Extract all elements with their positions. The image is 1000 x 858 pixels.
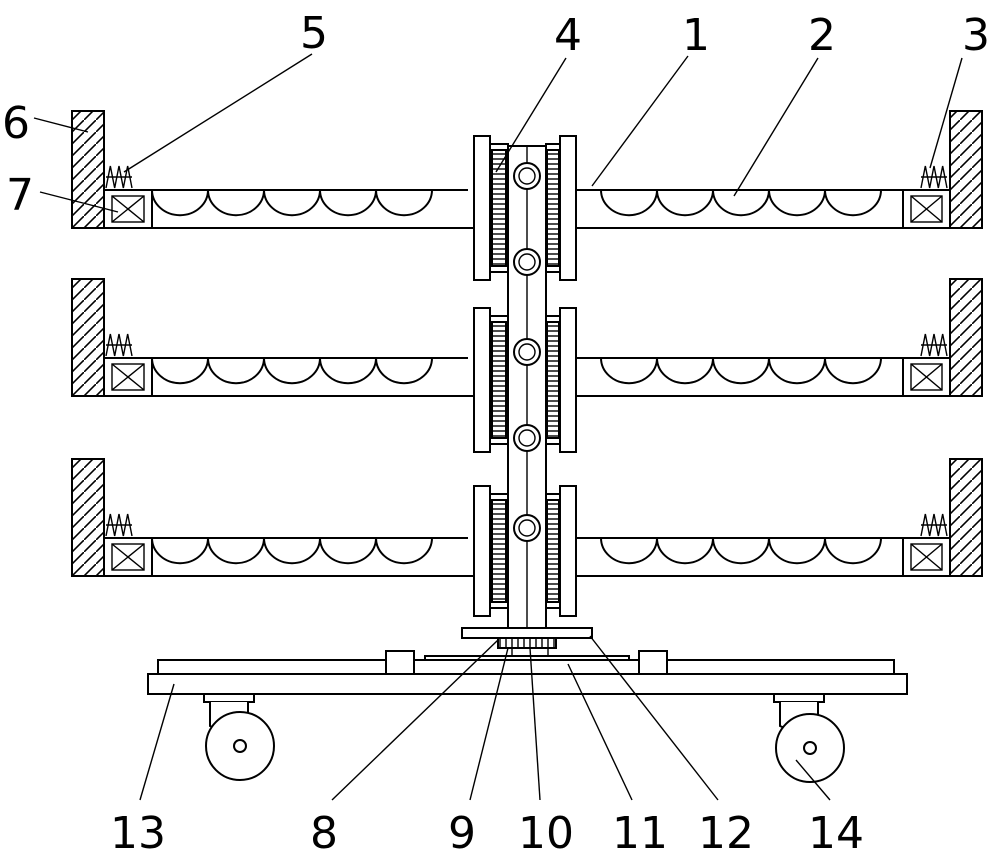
leader-line-2 [733, 57, 819, 197]
label-2: 2 [808, 10, 836, 61]
leader-line-8 [331, 639, 499, 801]
spring [920, 513, 948, 537]
slider-block-cross [111, 543, 145, 571]
end-wall-left [71, 458, 105, 577]
end-wall-right [949, 110, 983, 229]
spring [105, 513, 133, 537]
slider-block-cross [910, 363, 943, 391]
sleeve-1 [473, 135, 577, 281]
label-11: 11 [612, 808, 668, 858]
gear-2 [513, 248, 541, 276]
end-wall-left [71, 278, 105, 397]
shelf-group [71, 110, 983, 577]
leader-line-1 [591, 55, 689, 187]
slider-block-inner [910, 543, 943, 571]
sleeve-left [473, 307, 491, 453]
sleeve-3 [473, 485, 577, 617]
leader-line-7 [39, 191, 119, 213]
sleeve-right [559, 135, 577, 281]
spring [105, 165, 133, 189]
wheel-hub [803, 741, 817, 755]
label-14: 14 [808, 808, 864, 858]
wavy-support [151, 537, 433, 565]
leader-line-12 [589, 635, 719, 801]
sleeve-2 [473, 307, 577, 453]
slider-block-cross [910, 195, 943, 223]
leader-lines [33, 53, 963, 801]
sleeve-left [473, 485, 491, 617]
central-column [473, 135, 577, 629]
leader-line-3 [929, 57, 963, 169]
gear-4 [513, 424, 541, 452]
sleeve-left [473, 135, 491, 281]
leader-line-10 [529, 647, 541, 801]
end-wall-right [949, 278, 983, 397]
slider-block-inner [910, 363, 943, 391]
label-7: 7 [6, 170, 34, 221]
label-13: 13 [110, 808, 166, 858]
slider-block-inner [111, 543, 145, 571]
leader-line-6 [33, 117, 89, 133]
wheel-hub [233, 739, 247, 753]
caster-mount [773, 693, 825, 703]
slider-block-cross [910, 543, 943, 571]
leader-line-14 [795, 759, 831, 801]
gear-inner-3 [518, 343, 536, 361]
caster-wheel-2 [773, 693, 845, 783]
gear-inner-4 [518, 429, 536, 447]
slider-block-inner [910, 195, 943, 223]
gear-inner-5 [518, 519, 536, 537]
leader-line-11 [567, 663, 633, 801]
label-1: 1 [682, 10, 710, 61]
spring [105, 333, 133, 357]
label-5: 5 [300, 8, 328, 59]
label-8: 8 [310, 808, 338, 858]
caster-mount [203, 693, 255, 703]
end-wall-right [949, 458, 983, 577]
spring [920, 165, 948, 189]
wavy-support [600, 189, 882, 217]
label-12: 12 [698, 808, 754, 858]
shelf-1 [71, 110, 983, 229]
base-cart [147, 627, 908, 783]
slider-block-inner [111, 363, 145, 391]
label-3: 3 [962, 10, 990, 61]
leader-line-5 [123, 53, 313, 173]
leader-line-9 [469, 647, 509, 801]
slider-block-cross [111, 363, 145, 391]
label-4: 4 [554, 10, 582, 61]
leader-line-4 [495, 57, 567, 173]
shelf-2 [71, 278, 983, 397]
sleeve-right [559, 307, 577, 453]
bearing-ring [497, 637, 557, 649]
gear-inner-2 [518, 253, 536, 271]
gear-rack [546, 499, 560, 603]
cart-platform [147, 673, 908, 695]
caster-wheel-1 [203, 693, 275, 781]
gear-rack [491, 499, 507, 603]
leader-line-13 [139, 683, 175, 801]
gear-inner-1 [518, 167, 536, 185]
end-wall-left [71, 110, 105, 229]
gear-3 [513, 338, 541, 366]
wavy-support [600, 357, 882, 385]
slider-block-cross [111, 195, 145, 223]
label-6: 6 [2, 98, 30, 149]
slider-block-inner [111, 195, 145, 223]
sleeve-right [559, 485, 577, 617]
base-rail [157, 659, 895, 675]
wavy-support [151, 189, 433, 217]
label-9: 9 [448, 808, 476, 858]
wavy-support [151, 357, 433, 385]
gear-5 [513, 514, 541, 542]
wavy-support [600, 537, 882, 565]
turntable-plate [461, 627, 593, 639]
label-10: 10 [518, 808, 574, 858]
shelf-3 [71, 458, 983, 577]
gear-1 [513, 162, 541, 190]
spring [920, 333, 948, 357]
